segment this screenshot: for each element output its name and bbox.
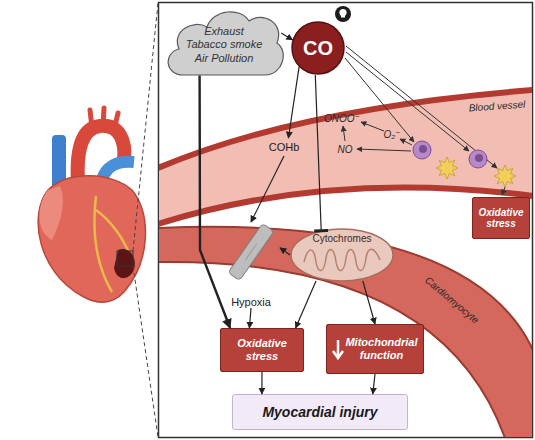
tissue — [159, 90, 532, 437]
aortic-branches — [90, 108, 118, 130]
node-label: Oxidative stress — [224, 337, 300, 362]
arrow-connector — [261, 372, 262, 394]
zoom-line — [133, 3, 158, 251]
structure-label: Cardiomyocyte — [423, 274, 481, 325]
structure-label: Blood vessel — [468, 99, 525, 114]
infarct-area — [114, 249, 135, 278]
heart-illustration — [38, 108, 145, 302]
molecule-circle — [292, 22, 344, 74]
down-arrow — [331, 339, 345, 361]
skull-badge — [335, 6, 351, 22]
cardiomyocyte-cell — [228, 223, 274, 280]
reaction-arrow — [502, 187, 505, 195]
panel-frame — [159, 3, 533, 438]
outcome-box: Myocardial injury — [232, 394, 408, 430]
arrow-connector — [200, 75, 231, 328]
node-label: Oxidative stress — [476, 207, 526, 230]
down-arrow-glyph — [333, 340, 343, 358]
node-label: Cytochromes — [290, 233, 394, 244]
platelet — [436, 157, 458, 179]
molecule-label: ONOO⁻ — [324, 113, 360, 124]
node-label: Exhaust Tabacco smoke Air Pollution — [183, 25, 265, 65]
node-text: Oxidative stress — [473, 198, 529, 238]
heart-body — [38, 176, 145, 303]
arrow-connector — [296, 281, 316, 328]
reaction-arrow — [400, 139, 412, 145]
effect-box: Oxidative stress — [220, 328, 304, 372]
node-label: Mitochondrial function — [343, 336, 420, 361]
reaction-arrow — [343, 126, 345, 141]
zoom-square — [117, 251, 133, 266]
node-label: COHb — [269, 141, 300, 153]
immune-cells — [413, 141, 516, 187]
cell-nucleus — [475, 154, 483, 162]
cell-nucleus — [419, 145, 427, 153]
co-molecule: CO — [291, 21, 345, 75]
hypoxia-cell: Hypoxia — [222, 222, 280, 308]
molecule-label: NO — [338, 144, 353, 155]
arrow-connector — [363, 281, 375, 324]
node-text: Mitochondrial function — [327, 325, 423, 373]
cloud-shape — [168, 12, 283, 75]
arrow-connector — [280, 248, 290, 255]
node-text: CO — [291, 21, 345, 75]
node-text: Myocardial injury — [233, 395, 407, 429]
co-line — [345, 58, 414, 142]
pollution-cloud: Exhaust Tabacco smoke Air Pollution — [163, 5, 285, 85]
arrow-connector — [288, 67, 299, 138]
node-text: Exhaust Tabacco smoke Air Pollution — [183, 17, 265, 73]
co-lines — [343, 46, 505, 195]
arrow-connector — [251, 156, 284, 222]
node-text: Hypoxia — [222, 296, 280, 308]
reaction-arrow — [357, 149, 411, 151]
zoom-line — [133, 266, 158, 437]
vessel-wall — [159, 90, 532, 168]
molecule-label: O₂⁻ — [384, 129, 401, 140]
mitochondrion: Cytochromes — [290, 228, 394, 282]
node-text: Oxidative stress — [221, 329, 303, 371]
inhibition-connector — [315, 75, 321, 231]
skull-jaw — [341, 15, 345, 18]
cardiomyocyte-band — [159, 227, 532, 437]
mitochondrion-membrane — [291, 229, 393, 281]
node-text: Cytochromes — [290, 233, 394, 244]
node-label: Myocardial injury — [262, 404, 377, 420]
reaction-arrow — [361, 122, 384, 131]
effect-box: Oxidative stress — [472, 197, 530, 239]
node-label: Hypoxia — [222, 296, 280, 308]
co-line — [346, 52, 469, 151]
coronary-vessels — [95, 196, 132, 292]
cohb-node: COHb — [262, 138, 306, 156]
platelet — [494, 165, 516, 187]
mitochondrion-cristae — [304, 249, 380, 270]
node-text: COHb — [262, 138, 306, 156]
immune-cell — [469, 150, 487, 168]
skull-icon — [335, 6, 351, 22]
node-label: CO — [303, 37, 333, 60]
arrow-connector — [249, 308, 251, 328]
atrium — [39, 186, 62, 240]
arrow-connector — [373, 374, 375, 394]
immune-cell — [413, 141, 431, 159]
arrow-connector — [281, 33, 292, 40]
cell-outline — [222, 222, 280, 308]
effect-box: Mitochondrial function — [326, 324, 424, 374]
cell-striation — [245, 244, 256, 260]
